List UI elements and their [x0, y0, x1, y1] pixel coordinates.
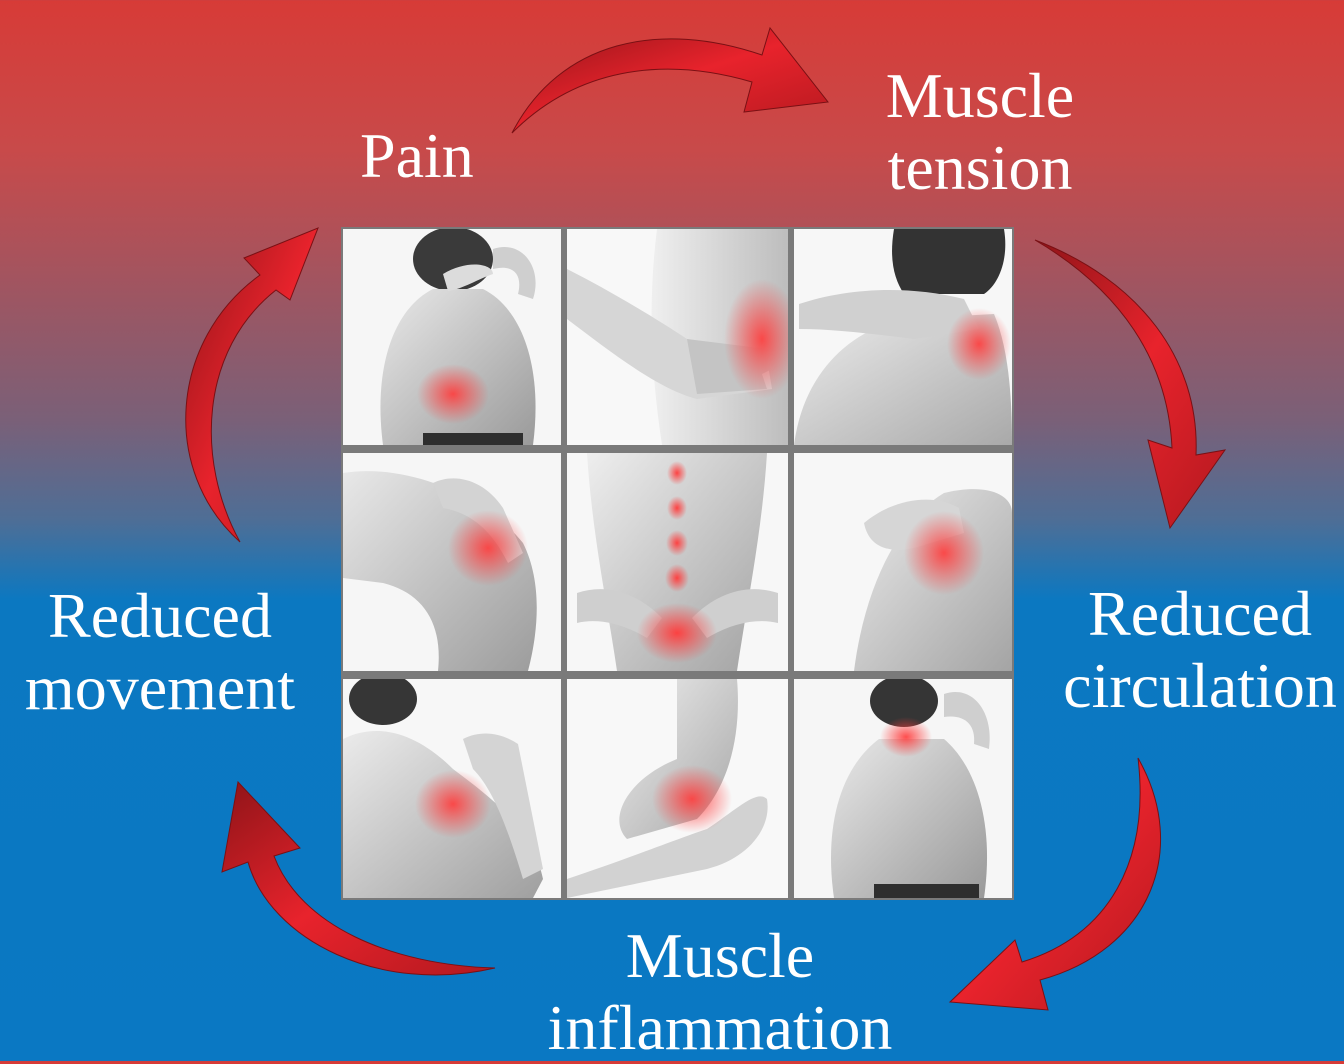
- photo-spine-pain: [567, 453, 788, 671]
- label-muscle-tension-line2: tension: [870, 132, 1090, 204]
- photo-elbow-pain: [567, 679, 788, 898]
- label-pain: Pain: [360, 120, 474, 192]
- photo-shoulder-pain: [794, 453, 1012, 671]
- label-reduced-movement-line2: movement: [10, 652, 310, 724]
- arrow-tension-to-circulation: [1035, 240, 1225, 528]
- photo-upper-back-lower-back-pain: [343, 229, 561, 445]
- arrow-pain-to-tension: [512, 28, 828, 133]
- label-muscle-tension: Muscle tension: [870, 60, 1090, 204]
- pain-photo-grid: [341, 227, 1014, 900]
- label-pain-text: Pain: [360, 120, 474, 192]
- label-muscle-inflammation: Muscle inflammation: [520, 920, 920, 1064]
- label-reduced-circulation-line2: circulation: [1056, 650, 1344, 722]
- arrow-movement-to-pain: [186, 228, 318, 542]
- label-muscle-inflammation-line1: Muscle: [520, 920, 920, 992]
- photo-lower-back-side-pain: [567, 229, 788, 445]
- label-reduced-movement-line1: Reduced: [10, 580, 310, 652]
- photo-shoulder-arm-pain: [343, 679, 561, 898]
- photo-neck-and-lower-back-pain: [794, 679, 1012, 898]
- label-reduced-movement: Reduced movement: [10, 580, 310, 724]
- label-reduced-circulation: Reduced circulation: [1056, 578, 1344, 722]
- label-reduced-circulation-line1: Reduced: [1056, 578, 1344, 650]
- label-muscle-tension-line1: Muscle: [870, 60, 1090, 132]
- photo-knee-pain: [343, 453, 561, 671]
- label-muscle-inflammation-line2: inflammation: [520, 992, 920, 1064]
- photo-neck-pain: [794, 229, 1012, 445]
